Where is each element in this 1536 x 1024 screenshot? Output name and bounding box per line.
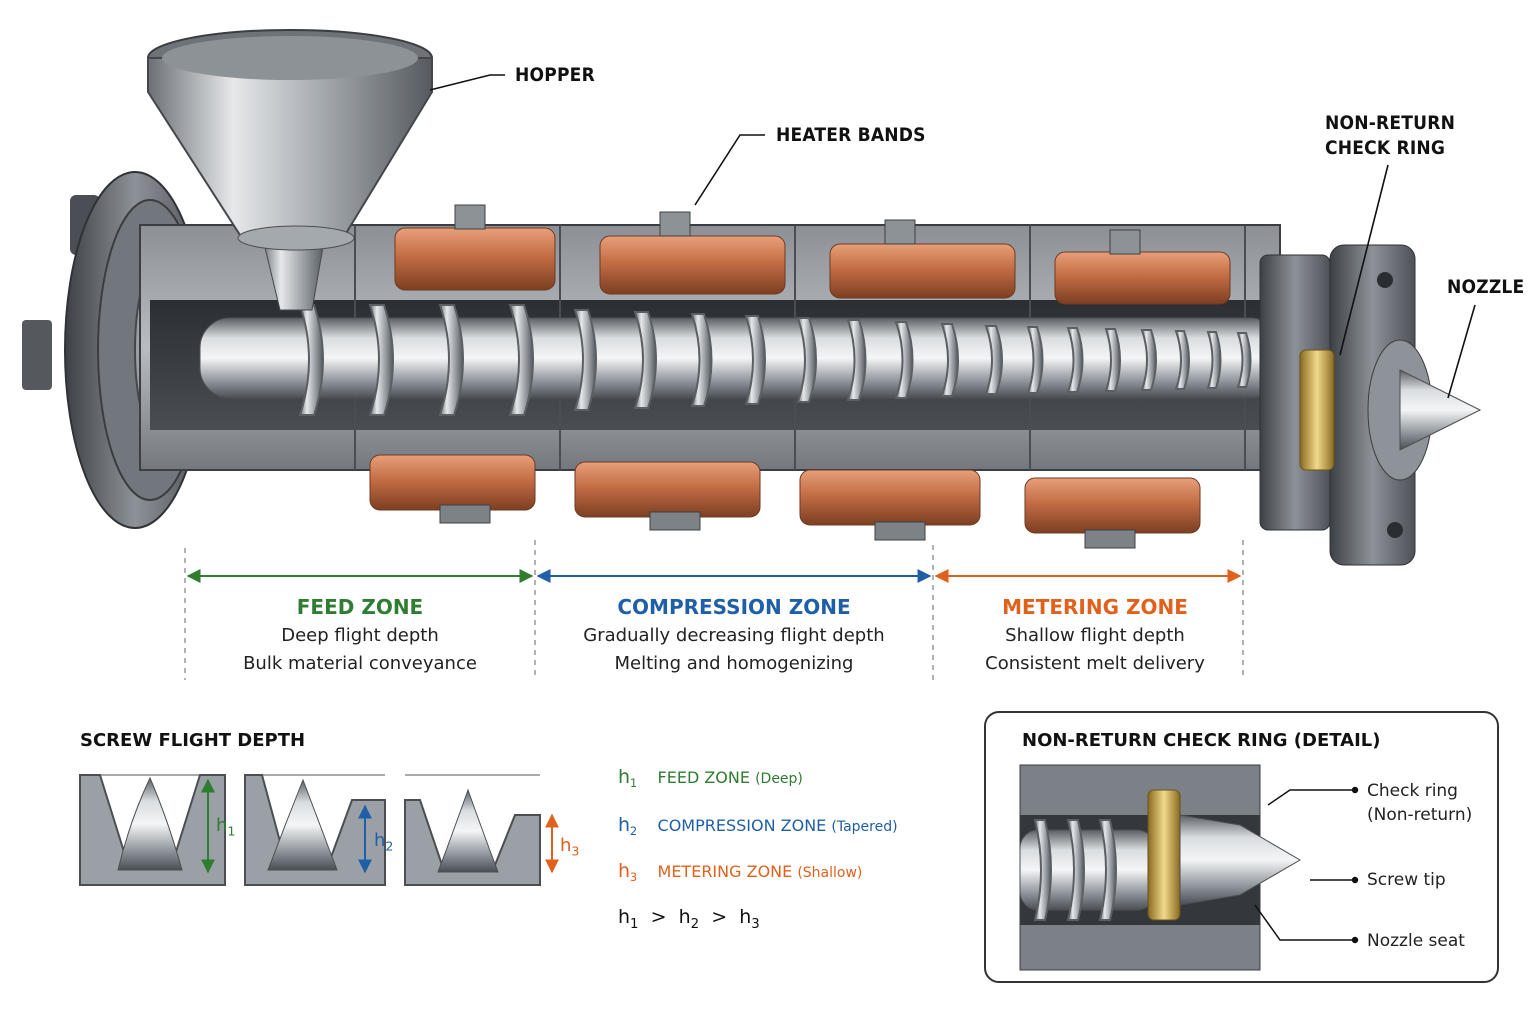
profile-h3-label: h3 (560, 835, 580, 859)
depth-relation: h1 > h2 > h3 (618, 906, 760, 932)
detail-check-ring-label-1: Check ring (1367, 781, 1458, 801)
detail-nozzle-seat-label: Nozzle seat (1367, 931, 1465, 951)
metering-zone-line2: Consistent melt delivery (985, 653, 1205, 674)
flight-depth-title: SCREW FLIGHT DEPTH (80, 730, 306, 751)
screw (199, 304, 1281, 416)
flight-profile-feed (79, 774, 226, 886)
hopper (147, 29, 433, 311)
heater-bands-bottom (369, 454, 1201, 549)
check-ring-label-line1: NON-RETURN (1325, 112, 1456, 134)
front-end (1259, 244, 1482, 566)
feed-zone-line2: Bulk material conveyance (243, 653, 477, 674)
compression-zone-line1: Gradually decreasing flight depth (583, 625, 885, 646)
metering-zone-line1: Shallow flight depth (1005, 625, 1185, 646)
compression-zone-line2: Melting and homogenizing (614, 653, 854, 674)
legend-metering: h3 METERING ZONE (Shallow) (618, 860, 863, 885)
check-ring-label-line2: CHECK RING (1325, 137, 1446, 159)
feed-zone-title: FEED ZONE (296, 595, 424, 619)
flight-depth-profiles (79, 774, 559, 886)
feed-zone-line1: Deep flight depth (281, 625, 439, 646)
compression-zone-title: COMPRESSION ZONE (617, 595, 851, 619)
nozzle-label: NOZZLE (1447, 276, 1525, 298)
detail-screw-tip (1179, 814, 1301, 906)
flight-profile-compression (244, 774, 386, 886)
check-ring-detail-box (984, 711, 1499, 983)
zone-dimensions (184, 540, 1244, 680)
nozzle-tip (1399, 369, 1482, 451)
legend-compression: h2 COMPRESSION ZONE (Tapered) (618, 814, 898, 839)
detail-check-ring (1147, 789, 1181, 921)
detail-screw-tip-label: Screw tip (1367, 870, 1446, 890)
flight-profile-metering (404, 774, 559, 886)
hopper-label: HOPPER (515, 64, 595, 86)
heater-bands-top (394, 204, 1231, 305)
callout-leaders (429, 74, 1476, 399)
profile-h2-label: h2 (374, 830, 394, 854)
detail-title: NON-RETURN CHECK RING (DETAIL) (1022, 730, 1381, 751)
check-ring (1299, 349, 1335, 471)
profile-h1-label: h1 (216, 815, 236, 839)
heater-bands-label: HEATER BANDS (776, 124, 926, 146)
detail-check-ring-label-2: (Non-return) (1367, 805, 1473, 825)
legend-feed: h1 FEED ZONE (Deep) (618, 766, 803, 791)
metering-zone-title: METERING ZONE (1002, 595, 1188, 619)
